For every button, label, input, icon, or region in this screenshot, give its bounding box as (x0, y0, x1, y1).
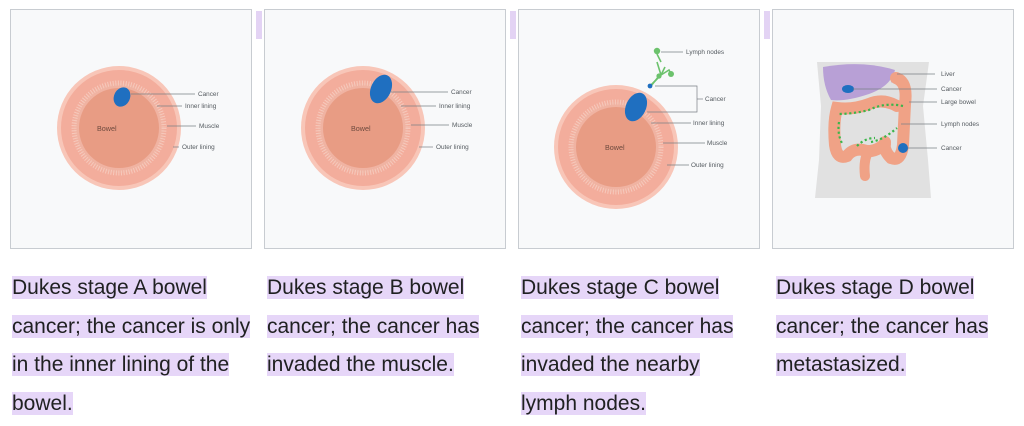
primary-tumour (898, 143, 908, 153)
cancer-tumour (369, 74, 393, 104)
muscle-label: Muscle (707, 140, 728, 147)
cancer-tumour (113, 87, 131, 107)
diagram-panel-stage-a: Bowel Cancer Inner lining Muscle Outer l… (10, 9, 252, 249)
divider-marker (256, 11, 262, 39)
cancer-label: Cancer (198, 91, 219, 98)
outer-lining-label: Outer lining (436, 144, 469, 151)
inner-lining-label: Inner lining (693, 120, 725, 127)
inner-lining-label: Inner lining (185, 103, 217, 110)
cancer-label: Cancer (451, 89, 472, 96)
diagram-panel-stage-c: Bowel Lymph nodes Cancer Inner lining Mu… (518, 9, 760, 249)
cancer-label: Cancer (941, 86, 962, 93)
divider-marker (764, 11, 770, 39)
caption-text: Dukes stage A bowel cancer; the cancer i… (12, 276, 251, 415)
outer-lining-label: Outer lining (182, 144, 215, 151)
muscle-label: Muscle (199, 123, 220, 130)
liver-metastasis (842, 85, 854, 93)
bowel-label: Bowel (351, 124, 371, 133)
inner-lining-label: Inner lining (439, 103, 471, 110)
large-bowel-label: Large bowel (941, 99, 976, 106)
caption-text: Dukes stage D bowel cancer; the cancer h… (776, 276, 989, 376)
diagram-panel-stage-d: Liver Cancer Large bowel Lymph nodes Can… (772, 9, 1014, 249)
stage-c-illustration: Bowel Lymph nodes Cancer Inner lining Mu… (554, 47, 728, 209)
stage-d-illustration: Liver Cancer Large bowel Lymph nodes Can… (815, 62, 979, 198)
diagram-panel-stage-b: Bowel Cancer Inner lining Muscle Outer l… (264, 9, 506, 249)
muscle-label: Muscle (452, 122, 473, 129)
outer-lining-label: Outer lining (691, 162, 724, 169)
liver-label: Liver (941, 71, 956, 78)
caption-text: Dukes stage B bowel cancer; the cancer h… (267, 276, 480, 376)
cancer-label-secondary: Cancer (941, 145, 962, 152)
caption-stage-c: Dukes stage C bowel cancer; the cancer h… (521, 269, 761, 423)
caption-stage-b: Dukes stage B bowel cancer; the cancer h… (267, 269, 507, 385)
lymph-nodes (836, 103, 904, 147)
bowel-label: Bowel (605, 143, 625, 152)
caption-stage-d: Dukes stage D bowel cancer; the cancer h… (776, 269, 1016, 385)
cancer-tumour (624, 92, 648, 122)
bowel-label: Bowel (97, 124, 117, 133)
lymph-nodes-label: Lymph nodes (686, 49, 724, 56)
cancer-label: Cancer (705, 96, 726, 103)
divider-marker (510, 11, 516, 39)
stage-a-illustration: Bowel Cancer Inner lining Muscle Outer l… (57, 66, 220, 190)
caption-text: Dukes stage C bowel cancer; the cancer h… (521, 276, 734, 415)
caption-stage-a: Dukes stage A bowel cancer; the cancer i… (12, 269, 252, 423)
lymph-nodes-label: Lymph nodes (941, 121, 979, 128)
lymph-nodes (647, 47, 674, 89)
stage-b-illustration: Bowel Cancer Inner lining Muscle Outer l… (301, 66, 473, 190)
liver-organ (823, 64, 895, 101)
